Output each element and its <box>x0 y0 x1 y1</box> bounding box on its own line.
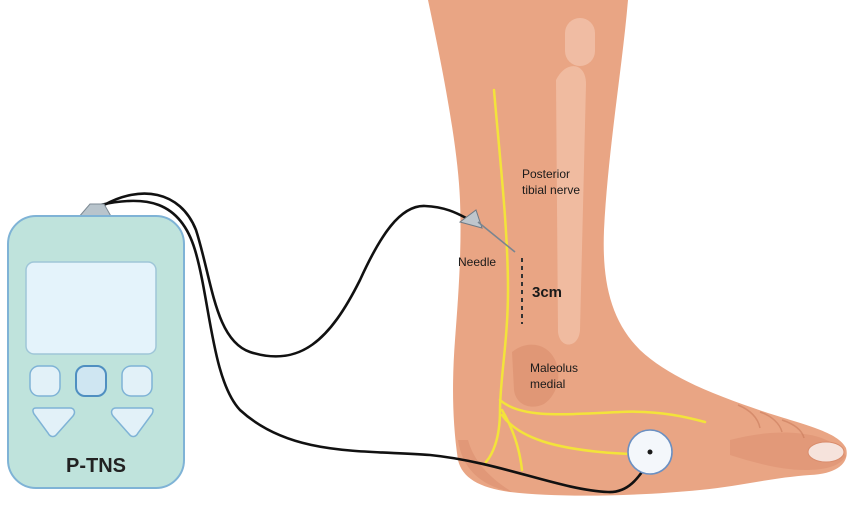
needle-hub <box>458 209 483 229</box>
nerve-label-line1: Posterior <box>522 167 570 181</box>
toe-crease <box>759 411 783 433</box>
needle-label: Needle <box>458 255 496 269</box>
needle-cable <box>102 192 472 358</box>
nerve-branch-heel <box>500 408 524 472</box>
device-label: P-TNS <box>66 455 126 477</box>
ptns-device: P-TNS <box>7 203 185 489</box>
device-button-right <box>121 365 153 397</box>
shin-highlight-lower <box>556 66 586 345</box>
needle <box>458 209 516 253</box>
nerve-label-line2: tibial nerve <box>522 183 580 197</box>
malleolus-label-line2: medial <box>530 377 565 391</box>
device-button-down-left <box>32 407 76 438</box>
toe-crease <box>737 404 761 429</box>
malleolus-bump <box>512 344 559 407</box>
needle-shaft <box>477 221 516 253</box>
device-button-center <box>75 365 107 397</box>
shin-highlight-upper <box>565 18 595 66</box>
nerve-main-branch <box>484 88 510 464</box>
nerve-label: Posterior tibial nerve <box>522 167 580 197</box>
leg-foot-illustration <box>428 0 847 496</box>
annotation-labels: Posterior tibial nerve Needle 3cm Maleol… <box>458 167 581 391</box>
malleolus-label-line1: Maleolus <box>530 361 578 375</box>
electrode-center <box>647 449 653 455</box>
malleolus-label: Maleolus medial <box>530 361 581 391</box>
cables <box>98 192 652 494</box>
electrode-cable <box>98 199 652 494</box>
device-button-left <box>29 365 61 397</box>
toenail <box>807 441 845 463</box>
device-button-down-right <box>110 407 154 438</box>
heel-shading <box>458 440 512 492</box>
surface-electrode <box>627 429 673 475</box>
nerve-branch-upper <box>498 398 707 424</box>
toe-crease <box>781 419 805 439</box>
distance-label: 3cm <box>532 284 562 301</box>
device-screen <box>25 261 157 355</box>
